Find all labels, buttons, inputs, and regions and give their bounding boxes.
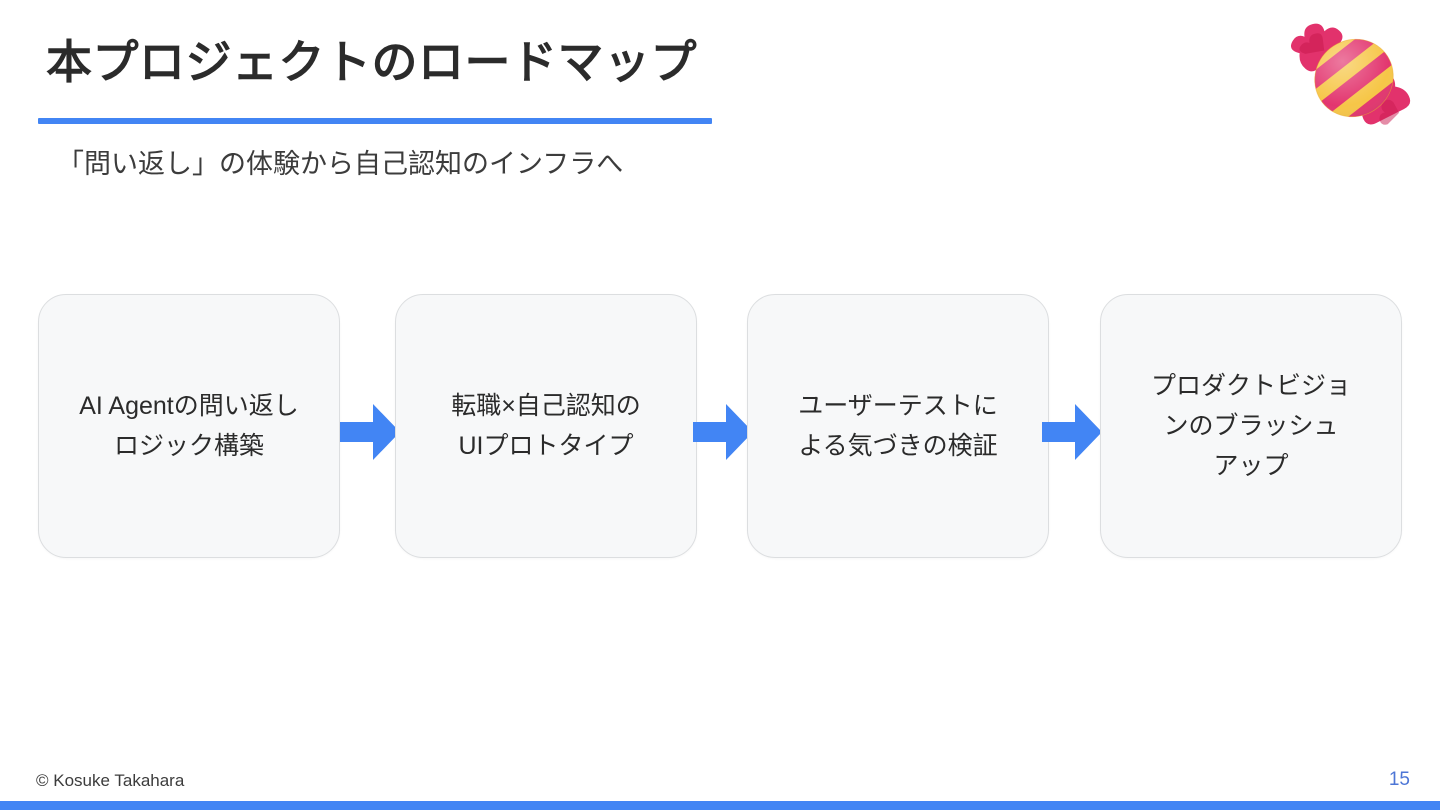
page-title: 本プロジェクトのロードマップ [46,36,697,88]
right-arrow-icon-1 [340,402,400,462]
candy-wrapper-left [1291,23,1343,72]
candy-logo [1290,16,1418,140]
copyright-text: © Kosuke Takahara [36,771,185,790]
right-arrow-icon-3 [1042,402,1102,462]
flow-step-2[interactable]: 転職×自己認知の UIプロトタイプ [395,294,697,558]
flow-step-4[interactable]: プロダクトビジョ ンのブラッシュ アップ [1100,294,1402,558]
flow-step-3[interactable]: ユーザーテストに よる気づきの検証 [747,294,1049,558]
title-underline-rule [38,118,712,124]
flow-step-4-label: プロダクトビジョ ンのブラッシュ アップ [1150,372,1351,480]
flow-step-1-label: AI Agentの問い返し ロジック構築 [79,392,299,460]
footer-accent-bar [0,801,1440,810]
page-number: 15 [1388,769,1410,790]
right-arrow-icon-2 [693,402,753,462]
flow-step-2-label: 転職×自己認知の UIプロトタイプ [451,392,641,460]
flow-step-1[interactable]: AI Agentの問い返し ロジック構築 [38,294,340,558]
roadmap-flow: AI Agentの問い返し ロジック構築 転職×自己認知の UIプロトタイプ ユ… [38,294,1402,558]
flow-step-3-label: ユーザーテストに よる気づきの検証 [798,392,998,460]
page-subtitle: 「問い返し」の体験から自己認知のインフラへ [57,149,624,179]
